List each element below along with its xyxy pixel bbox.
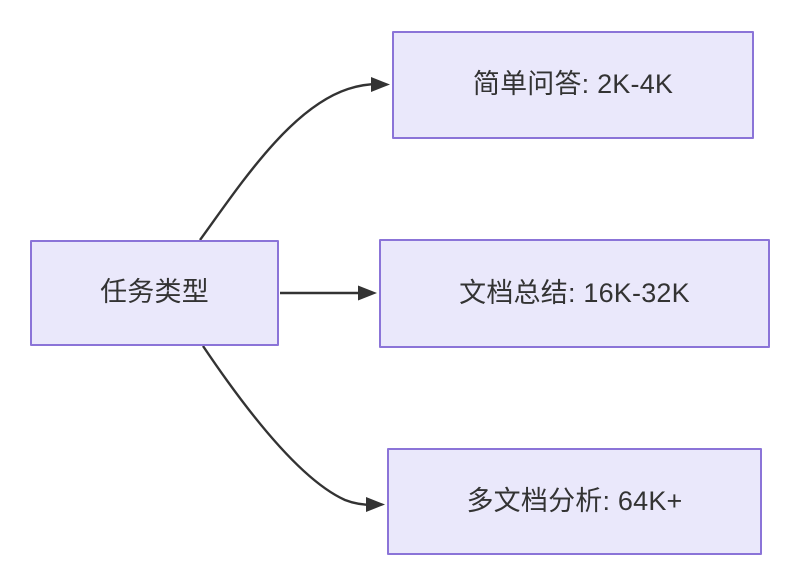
- node-simple-qa[interactable]: 简单问答: 2K-4K: [392, 31, 754, 139]
- edge-source-to-simple-qa-arrowhead: [371, 77, 390, 92]
- edge-source-to-doc-summary: [280, 285, 377, 301]
- edge-source-to-multi-doc-path: [202, 345, 375, 507]
- node-task-type[interactable]: 任务类型: [30, 240, 279, 346]
- edge-source-to-simple-qa-path: [199, 82, 380, 241]
- edge-source-to-multi-doc-arrowhead: [366, 497, 385, 512]
- edge-source-to-simple-qa: [199, 77, 390, 241]
- node-doc-summary-label: 文档总结: 16K-32K: [459, 277, 690, 308]
- node-multi-doc-label: 多文档分析: 64K+: [466, 485, 683, 516]
- edge-source-to-doc-summary-arrowhead: [358, 285, 377, 301]
- edge-source-to-multi-doc: [202, 345, 385, 512]
- node-doc-summary[interactable]: 文档总结: 16K-32K: [379, 239, 770, 348]
- node-simple-qa-label: 简单问答: 2K-4K: [472, 69, 674, 100]
- node-multi-doc[interactable]: 多文档分析: 64K+: [387, 448, 762, 555]
- node-task-type-label: 任务类型: [100, 277, 209, 308]
